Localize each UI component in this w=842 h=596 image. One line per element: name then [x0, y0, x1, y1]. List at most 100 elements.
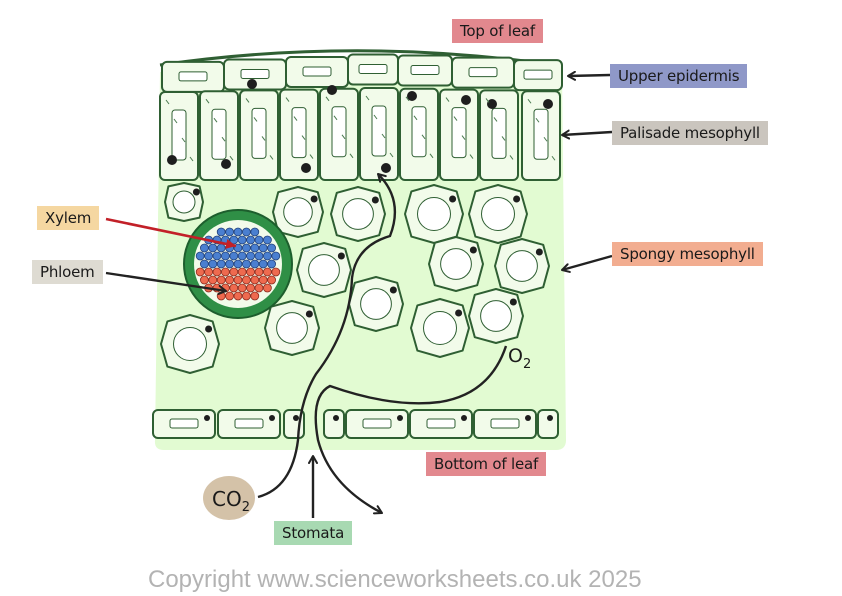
phloem-vessel [225, 275, 235, 285]
cell-vacuole [423, 311, 457, 345]
cell-vacuole [251, 107, 267, 159]
palisade-cells [159, 79, 561, 181]
xylem-vessel [241, 243, 251, 253]
chloroplast [453, 116, 458, 121]
chloroplast [341, 134, 346, 140]
xylem-vessel [229, 251, 239, 261]
xylem-vessel [225, 259, 235, 269]
cell-nucleus [389, 286, 397, 294]
cell-nucleus [509, 298, 517, 306]
phloem-vessel [241, 275, 251, 285]
chloroplast [493, 117, 498, 122]
xylem-vessel [233, 227, 243, 237]
cell-nucleus [204, 415, 210, 421]
cell-nucleus [247, 79, 257, 89]
xylem-vessel [199, 259, 209, 269]
xylem-vessel [204, 251, 214, 261]
co2-path-line [257, 173, 397, 499]
phloem-vessel [246, 267, 256, 277]
phloem-pointer [105, 271, 227, 295]
chloroplast [261, 136, 266, 141]
cell-nucleus [310, 195, 318, 203]
chloroplast [189, 156, 194, 162]
cell-nucleus [327, 85, 337, 95]
xylem-vessel [250, 243, 260, 253]
cell-nucleus [397, 415, 403, 421]
cell-nucleus [305, 310, 313, 318]
phloem-vessel [225, 291, 235, 301]
cell-nucleus [221, 159, 231, 169]
xylem-vessel [267, 259, 277, 269]
cell-nucleus [487, 99, 497, 109]
phloem-vessel [258, 275, 268, 285]
cell-vacuole [172, 190, 196, 214]
cell-vacuole [291, 107, 307, 159]
chloroplast [535, 117, 540, 123]
cell-vacuole [451, 107, 467, 159]
phloem-vessel [267, 275, 277, 285]
cell-vacuole [426, 418, 456, 429]
lower-epidermal-cell [537, 409, 559, 439]
chloroplast [365, 95, 370, 101]
cell-vacuole [468, 67, 498, 78]
chloroplast [373, 114, 378, 120]
stomata-label: Stomata [274, 521, 353, 545]
cell-nucleus [333, 415, 339, 421]
cell-vacuole [417, 197, 451, 231]
xylem-vessel [220, 251, 230, 261]
upper-epidermis-cells [161, 53, 563, 93]
cell-nucleus [535, 248, 543, 256]
xylem-vessel [241, 227, 251, 237]
cell-vacuole [234, 418, 264, 429]
phloem-vessel [212, 267, 222, 277]
xylem-vessel [246, 251, 256, 261]
xylem-vessel [262, 251, 272, 261]
cell-nucleus [513, 195, 521, 203]
chloroplast [551, 155, 556, 161]
cell-vacuole [173, 327, 207, 361]
xylem-vessel [250, 259, 260, 269]
cell-vacuole [491, 107, 507, 159]
chloroplast [445, 97, 450, 102]
cell-vacuole [169, 418, 199, 429]
cell-vacuole [410, 65, 440, 76]
xylem-vessel [258, 259, 268, 269]
cell-nucleus [192, 188, 200, 196]
cell-vacuole [371, 105, 387, 157]
cell-nucleus [205, 325, 213, 333]
cell-vacuole [308, 254, 340, 286]
xylem-vessel [216, 243, 226, 253]
phloem-vessel [229, 267, 239, 277]
phloem-vessel [246, 283, 256, 293]
lower-epidermal-cell [323, 409, 345, 439]
cell-vacuole [411, 106, 427, 158]
chloroplast [229, 155, 234, 161]
chloroplast [527, 98, 532, 104]
xylem-label: Xylem [37, 206, 100, 230]
phloem-vessel [229, 283, 239, 293]
cell-nucleus [469, 246, 477, 254]
cell-vacuole [283, 197, 313, 227]
cell-vacuole [171, 109, 187, 161]
chloroplast [253, 117, 258, 122]
phloem-vessel [262, 267, 272, 277]
chloroplast [421, 134, 426, 140]
o2-label: O2 [508, 345, 531, 372]
phloem-vessel [220, 267, 230, 277]
cell-vacuole [506, 250, 538, 282]
xylem-vessel [216, 227, 226, 237]
cell-vacuole [240, 68, 270, 79]
xylem-vessel [208, 259, 218, 269]
xylem-vessel [216, 259, 226, 269]
cell-nucleus [301, 163, 311, 173]
chloroplast [349, 153, 354, 159]
cell-vacuole [360, 288, 392, 320]
cell-vacuole [211, 108, 227, 160]
upper-epidermis-pointer [567, 70, 611, 81]
chloroplast [543, 136, 548, 142]
chloroplast [509, 155, 514, 160]
palisade-mesophyll-label: Palisade mesophyll [612, 121, 768, 145]
phloem-vessel [233, 275, 243, 285]
cell-nucleus [337, 252, 345, 260]
chloroplast [325, 96, 330, 102]
